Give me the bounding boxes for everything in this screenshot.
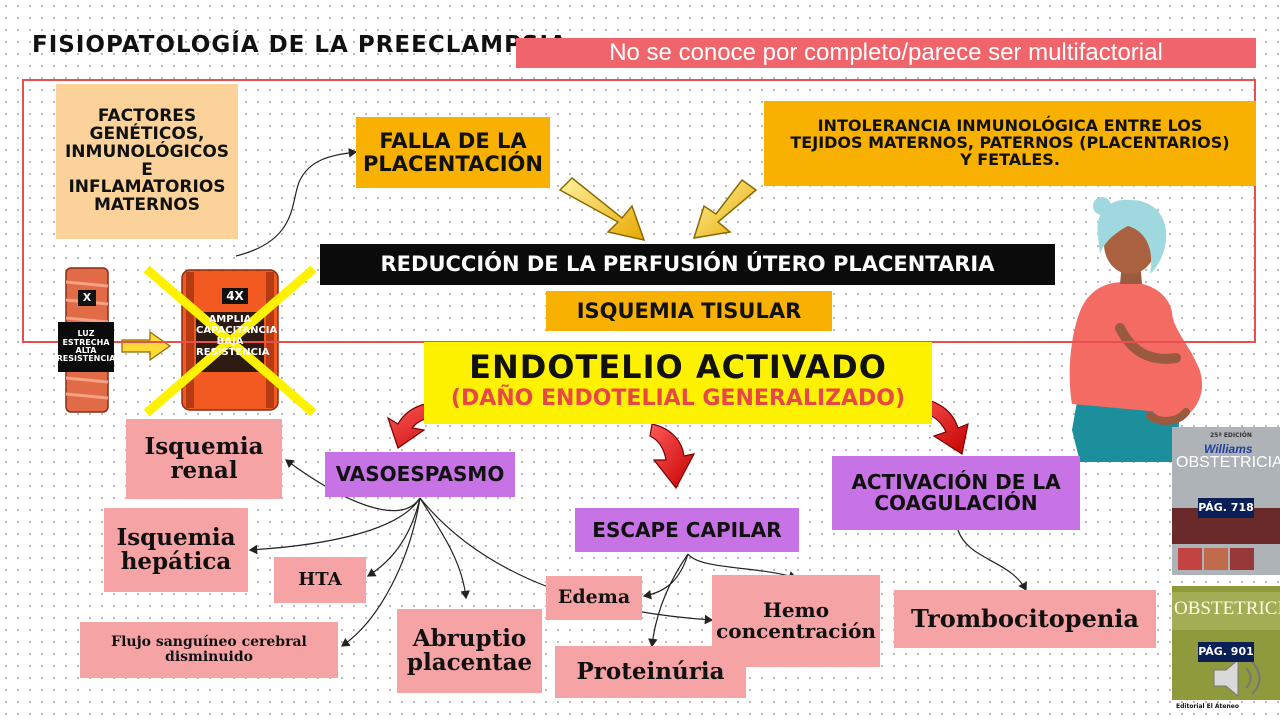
abruptio-box: Abruptio placentae <box>397 609 542 693</box>
activated-endothelium-box: ENDOTELIO ACTIVADO (DAÑO ENDOTELIAL GENE… <box>424 342 932 424</box>
hta-box: HTA <box>274 557 366 603</box>
book-page-2: PÁG. 901 <box>1198 642 1254 662</box>
narrow-vessel-x-label: X <box>82 291 92 304</box>
hemoconcentration-box: Hemo concentración <box>712 575 880 667</box>
book-title-1: OBSTETRICIA <box>1176 454 1280 471</box>
pregnant-woman-illustration <box>1069 197 1202 462</box>
wide-vessel-label: AMPLIA CAPACITANCIA BAJA RESISTENCIA <box>196 314 278 358</box>
book-page-1: PÁG. 718 <box>1198 498 1254 518</box>
connector-cap-edema <box>642 553 689 600</box>
speaker-icon <box>1213 658 1261 698</box>
connector-vaso-renal <box>285 459 421 512</box>
connector-vaso-hemo <box>419 497 714 625</box>
publisher-label: Editorial El Ateneo <box>1176 703 1239 710</box>
connector-vaso-hepatic <box>248 497 421 555</box>
narrow-vessel-label: LUZ ESTRECHA ALTA RESISTENCIA <box>57 322 115 372</box>
cerebral-flow-box: Flujo sanguíneo cerebral disminuido <box>80 622 338 678</box>
page-title: FISIOPATOLOGÍA DE LA PREECLAMPSIA <box>32 32 568 58</box>
wide-vessel-x-label: 4X <box>226 289 244 303</box>
book-edition: 25ª EDICIÓN <box>1210 432 1252 439</box>
book-cover-williams <box>1172 427 1280 575</box>
connector-cap-hemo <box>687 553 798 581</box>
proteinuria-box: Proteinúria <box>555 646 746 698</box>
thrombocytopenia-box: Trombocitopenia <box>894 590 1156 648</box>
book-brand: Williams <box>1204 442 1253 456</box>
book-title-2: OBSTETRICIA <box>1174 598 1280 619</box>
connector-vaso-abruptio <box>419 497 471 600</box>
endothelium-subtitle: (DAÑO ENDOTELIAL GENERALIZADO) <box>450 386 906 411</box>
capillary-leak-box: ESCAPE CAPILAR <box>575 508 799 552</box>
red-arrow-center-icon <box>649 423 696 490</box>
connector-cap-proteinuria <box>648 553 689 648</box>
connector-coag-thrombo <box>957 529 1027 592</box>
vasospasm-box: VASOESPASMO <box>325 452 515 497</box>
edema-box: Edema <box>546 576 642 620</box>
endothelium-title: ENDOTELIO ACTIVADO <box>469 348 887 386</box>
hepatic-ischemia-box: Isquemia hepática <box>104 508 248 592</box>
renal-ischemia-box: Isquemia renal <box>126 419 282 499</box>
immune-intolerance-box: INTOLERANCIA INMUNOLÓGICA ENTRE LOS TEJI… <box>764 101 1256 186</box>
gold-arrow-left-icon <box>558 176 646 242</box>
perfusion-reduction-bar: REDUCCIÓN DE LA PERFUSIÓN ÚTERO PLACENTA… <box>320 244 1055 285</box>
multifactorial-note: No se conoce por completo/parece ser mul… <box>516 38 1256 68</box>
maternal-factors-box: FACTORES GENÉTICOS, INMUNOLÓGICOS E INFL… <box>56 84 238 239</box>
gold-arrow-right-icon <box>692 178 758 239</box>
connector-vaso-hta <box>366 497 421 577</box>
connector-vaso-cerebral <box>341 497 421 647</box>
coagulation-box: ACTIVACIÓN DE LA COAGULACIÓN <box>832 456 1080 530</box>
connector-factors-placentation <box>235 148 358 257</box>
placentation-failure-box: FALLA DE LA PLACENTACIÓN <box>356 117 550 188</box>
tissue-ischemia-box: ISQUEMIA TISULAR <box>546 291 832 331</box>
small-yellow-arrow-icon <box>121 330 172 362</box>
